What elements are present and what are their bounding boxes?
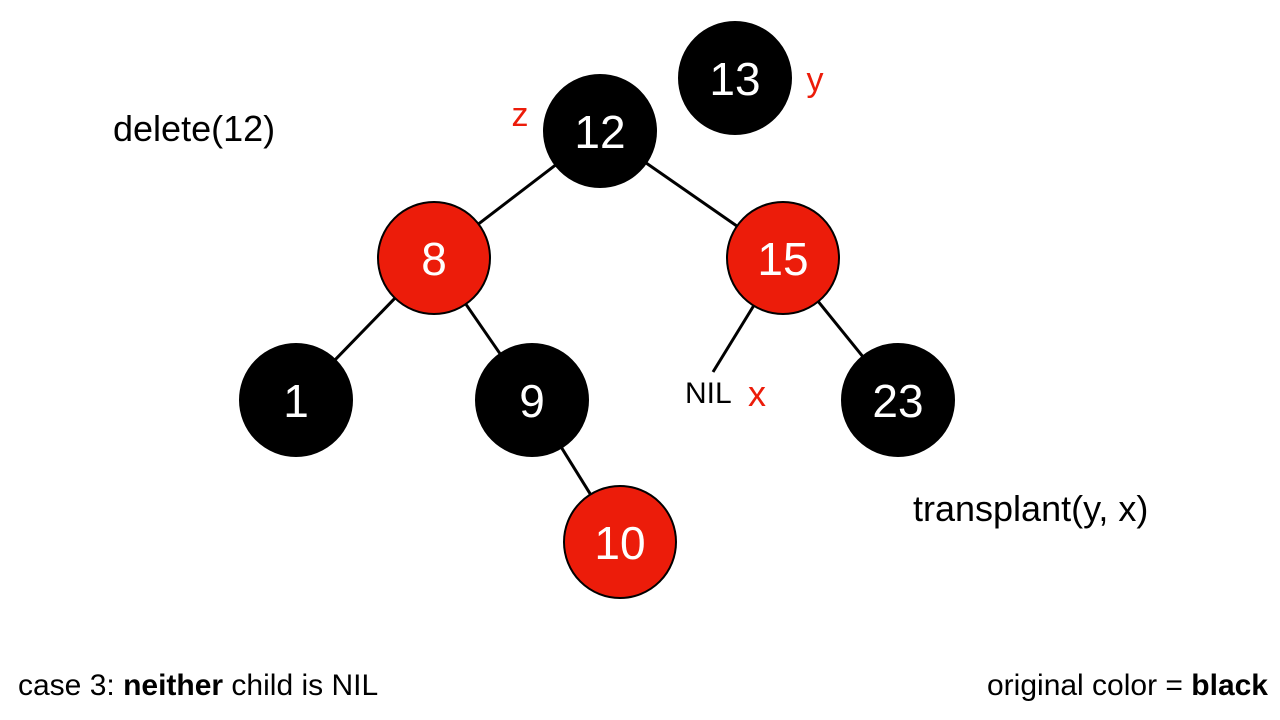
edge-n9-n10	[559, 445, 593, 497]
nil-tag-label: x	[748, 373, 766, 414]
original-color-prefix: original color =	[987, 669, 1192, 702]
node-circle-15	[726, 201, 840, 315]
node-circle-9	[475, 343, 589, 457]
case-caption: case 3: neither child is NIL	[18, 669, 378, 703]
node-key-15: 15	[757, 233, 808, 285]
case-caption-bold: neither	[123, 669, 224, 702]
node-key-8: 8	[421, 233, 447, 285]
tree-node-23: 23	[841, 343, 955, 457]
edge-n12-n15	[643, 160, 740, 229]
node-circle-8	[377, 201, 491, 315]
transplant-label: transplant(y, x)	[913, 488, 1149, 529]
tree-node-1: 1	[239, 343, 353, 457]
original-color-value: black	[1191, 669, 1268, 702]
edge-n15-nil	[711, 303, 757, 373]
tree-node-15: 15	[726, 201, 840, 315]
edge-n12-n8	[475, 162, 559, 227]
node-circle-1	[239, 343, 353, 457]
node-tag-z: z	[512, 96, 529, 134]
node-circle-23	[841, 343, 955, 457]
original-color-caption: original color = black	[987, 669, 1268, 703]
tree-edges	[332, 160, 866, 497]
node-key-9: 9	[519, 375, 545, 427]
edge-n15-n23	[815, 299, 866, 359]
tree-node-12: 12 z	[512, 74, 657, 188]
node-key-12: 12	[574, 106, 625, 158]
edge-n8-n1	[332, 295, 398, 363]
node-circle-10	[563, 485, 677, 599]
node-tag-y: y	[807, 61, 824, 99]
operation-title: delete(12)	[113, 108, 276, 149]
edge-n8-n9	[463, 301, 503, 357]
node-key-13: 13	[709, 53, 760, 105]
node-key-23: 23	[872, 375, 923, 427]
node-circle-13	[678, 21, 792, 135]
node-key-10: 10	[594, 517, 645, 569]
nil-label: NIL	[685, 377, 732, 410]
case-caption-prefix: case 3:	[18, 669, 124, 702]
node-circle-12	[543, 74, 657, 188]
tree-node-10: 10	[563, 485, 677, 599]
node-key-1: 1	[283, 375, 309, 427]
case-caption-suffix: child is NIL	[223, 669, 379, 702]
tree-node-8: 8	[377, 201, 491, 315]
tree-node-9: 9	[475, 343, 589, 457]
tree-node-13: 13 y	[678, 21, 824, 135]
